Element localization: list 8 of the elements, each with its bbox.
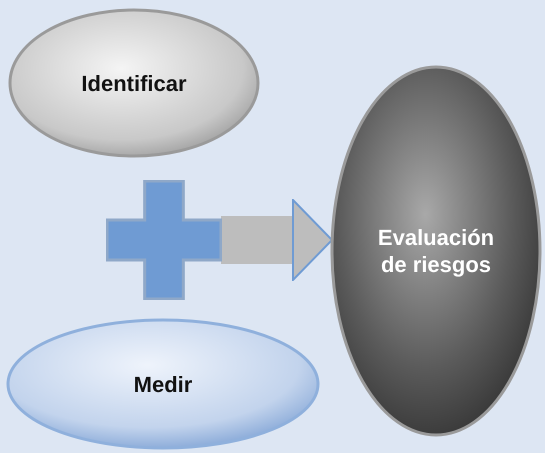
plus-icon xyxy=(106,180,222,300)
node-label: Medir xyxy=(134,370,192,398)
node-label: Identificar xyxy=(81,70,187,96)
block-arrow xyxy=(221,199,333,281)
ellipse-node xyxy=(8,8,260,158)
ellipse-node xyxy=(6,318,320,450)
ellipse-node xyxy=(330,65,542,437)
node-label: Evaluación de riesgos xyxy=(376,224,496,278)
